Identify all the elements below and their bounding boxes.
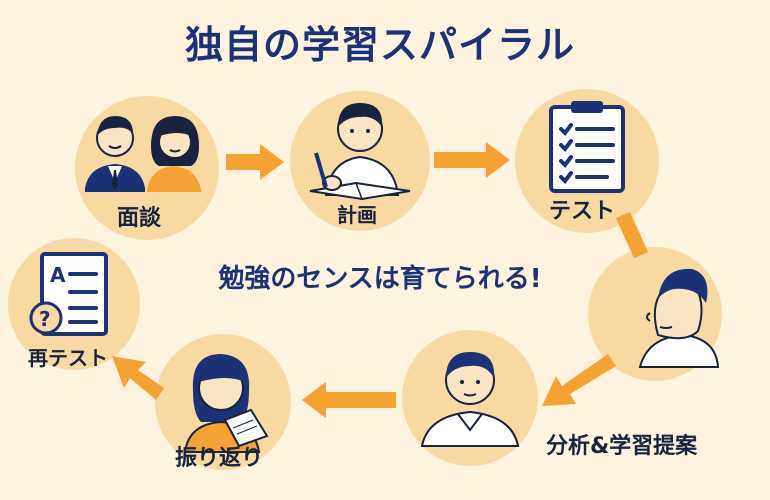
advisor-icon	[420, 352, 520, 447]
step-plan-circle: 計画	[290, 91, 430, 231]
step-test-circle: テスト	[515, 89, 659, 233]
step-test-label: テスト	[549, 199, 616, 224]
sheet-letter: A	[50, 263, 66, 287]
step-interview-circle: 面談	[75, 96, 219, 240]
clipboard-checklist-icon	[549, 101, 625, 193]
arrow-interview-to-plan	[226, 144, 284, 180]
parents-icon	[85, 116, 201, 192]
step-retest-label: 再テスト	[28, 346, 108, 370]
step-review-label: 振り返り	[175, 446, 264, 471]
student-writing-icon	[309, 103, 411, 201]
thinking-teacher-icon	[638, 268, 720, 368]
step-analysis-label: 分析&学習提案	[546, 434, 698, 459]
reading-student-icon	[183, 354, 269, 453]
arrow-analysis-to-review	[302, 382, 396, 418]
step-review-circle: 振り返り	[155, 334, 291, 471]
answer-sheet-icon: A ?	[29, 252, 108, 336]
step-retest-circle: A ? 再テスト	[8, 238, 140, 370]
step-thinking-circle	[588, 247, 722, 381]
step-interview-label: 面談	[117, 206, 162, 231]
arrow-plan-to-test	[434, 142, 510, 178]
page-title: 独自の学習スパイラル	[184, 23, 575, 67]
arrow-thinking-to-analysis	[542, 354, 616, 406]
step-analysis-circle	[402, 330, 538, 466]
arrow-review-to-retest	[112, 356, 164, 400]
tagline: 勉強のセンスは育てられる!	[218, 264, 542, 294]
sheet-question-mark: ?	[39, 307, 51, 331]
step-plan-label: 計画	[337, 203, 377, 227]
arrow-test-to-thinking	[616, 212, 648, 258]
